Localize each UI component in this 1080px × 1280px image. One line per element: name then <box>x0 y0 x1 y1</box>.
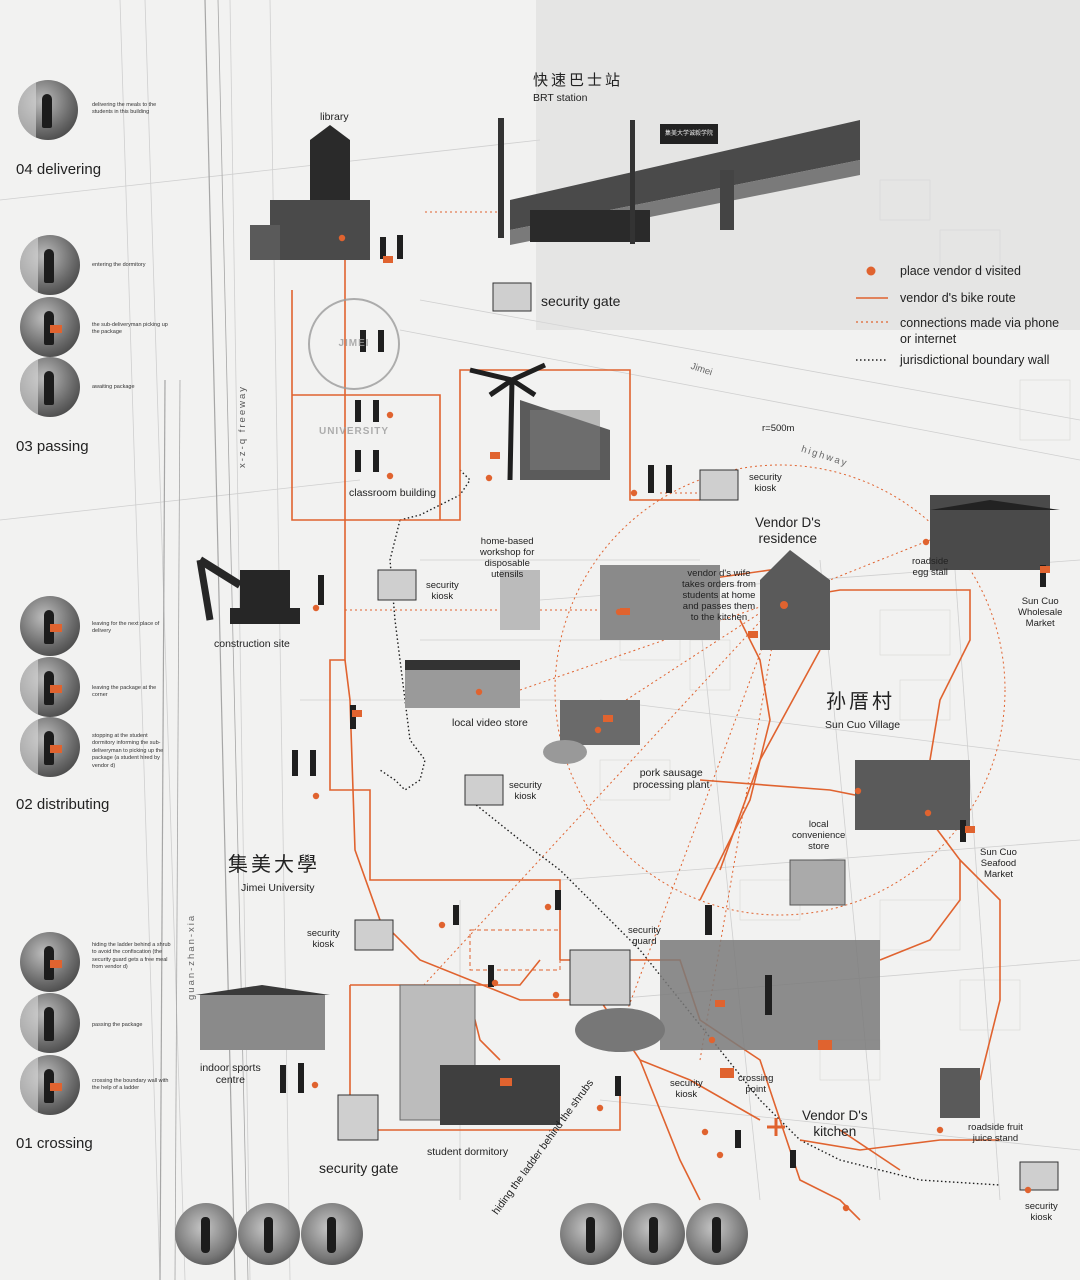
kitchen-marker <box>767 1118 785 1136</box>
caption-03-2: the sub-deliveryman picking up the packa… <box>92 322 168 336</box>
legend-visited: place vendor d visited <box>900 264 1021 278</box>
photo-03-awaiting <box>20 357 80 417</box>
phase-01-title: 01 crossing <box>16 1135 93 1152</box>
strip-photo-6 <box>686 1203 748 1265</box>
photo-03-entering <box>20 235 80 295</box>
strip-photo-5 <box>623 1203 685 1265</box>
photo-01-hiding <box>20 932 80 992</box>
sun-cuo-village-en: Sun Cuo Village <box>825 719 901 731</box>
legend-boundary: jurisdictional boundary wall <box>900 353 1050 367</box>
photo-03-pickup <box>20 297 80 357</box>
photo-04-delivering <box>18 80 78 140</box>
freeway <box>159 0 249 1280</box>
legend-connections: connections made via phone <box>900 316 1060 330</box>
legend-symbols <box>856 266 888 361</box>
video-store-label: local video store <box>452 717 528 729</box>
photo-01-crossing <box>20 1055 80 1115</box>
visited-places <box>311 234 1032 1212</box>
dashed-route <box>469 929 561 971</box>
brt-station-en: BRT station <box>533 92 588 104</box>
caption-03-3: awaiting package <box>92 384 135 390</box>
dormitory-building-photo <box>469 362 610 481</box>
boundary-wall <box>379 469 1001 1186</box>
brt-station-zh: 快速巴士站 <box>533 71 624 89</box>
security-booth-photos <box>337 282 1059 1191</box>
student-dormitory-label: student dormitory <box>427 1146 509 1158</box>
strip-photo-2 <box>238 1203 300 1265</box>
village-photos <box>405 495 1060 1118</box>
photo-02-leaving <box>20 596 80 656</box>
phase-02-title: 02 distributing <box>16 796 110 813</box>
caption-01-2: passing the package <box>92 1022 143 1028</box>
caption-03-1: entering the dormitory <box>92 262 146 268</box>
classroom-building-label: classroom building <box>349 487 436 499</box>
strip-photo-3 <box>301 1203 363 1265</box>
phase-04-title: 04 delivering <box>16 161 102 178</box>
caption-02-2: leaving the package at the corner <box>92 685 157 699</box>
jimei-university-zh: 集美大學 <box>228 852 320 876</box>
photo-02-stopping <box>20 717 80 777</box>
caption-02-3: stopping at the student dormitory inform… <box>92 733 164 769</box>
caption-01-3: crossing the boundary wall with the help… <box>92 1078 169 1092</box>
phase-03-title: 03 passing <box>16 438 89 455</box>
legend-connections-cont: or internet <box>900 332 957 346</box>
strip-photo-4 <box>560 1203 622 1265</box>
caption-01-1: hiding the ladder behind a shrub to avoi… <box>92 942 171 971</box>
station-sign: 集美大学诚毅学院 <box>660 124 718 144</box>
freeway-label: x-z-q freeway <box>237 384 248 468</box>
university-seal: JIMEI UNIVERSITY <box>308 298 400 437</box>
library-photo <box>250 125 370 260</box>
sun-cuo-village-zh: 孙厝村 <box>826 689 895 713</box>
strip-photo-1 <box>175 1203 237 1265</box>
road-name-label: guan-zhan-xia <box>186 913 197 1000</box>
jimei-university-en: Jimei University <box>241 882 315 894</box>
photo-02-corner <box>20 657 80 717</box>
brt-station-photo <box>498 0 1080 330</box>
construction-site-photo <box>196 556 300 624</box>
campus-building-photos <box>195 984 665 1125</box>
caption-04-1: delivering the meals to the students in … <box>92 102 157 116</box>
radius-circle <box>554 464 1006 916</box>
caption-02-1: leaving for the next place of delivery <box>92 621 160 635</box>
library-label: library <box>320 111 349 123</box>
photo-01-passing <box>20 993 80 1053</box>
legend-route: vendor d's bike route <box>900 291 1016 305</box>
radius-label: r=500m <box>762 423 795 434</box>
security-gate-bottom-label: security gate <box>319 1160 399 1176</box>
construction-site-label: construction site <box>214 638 290 650</box>
delivery-packages <box>352 256 1050 1086</box>
security-gate-top-label: security gate <box>541 293 621 309</box>
